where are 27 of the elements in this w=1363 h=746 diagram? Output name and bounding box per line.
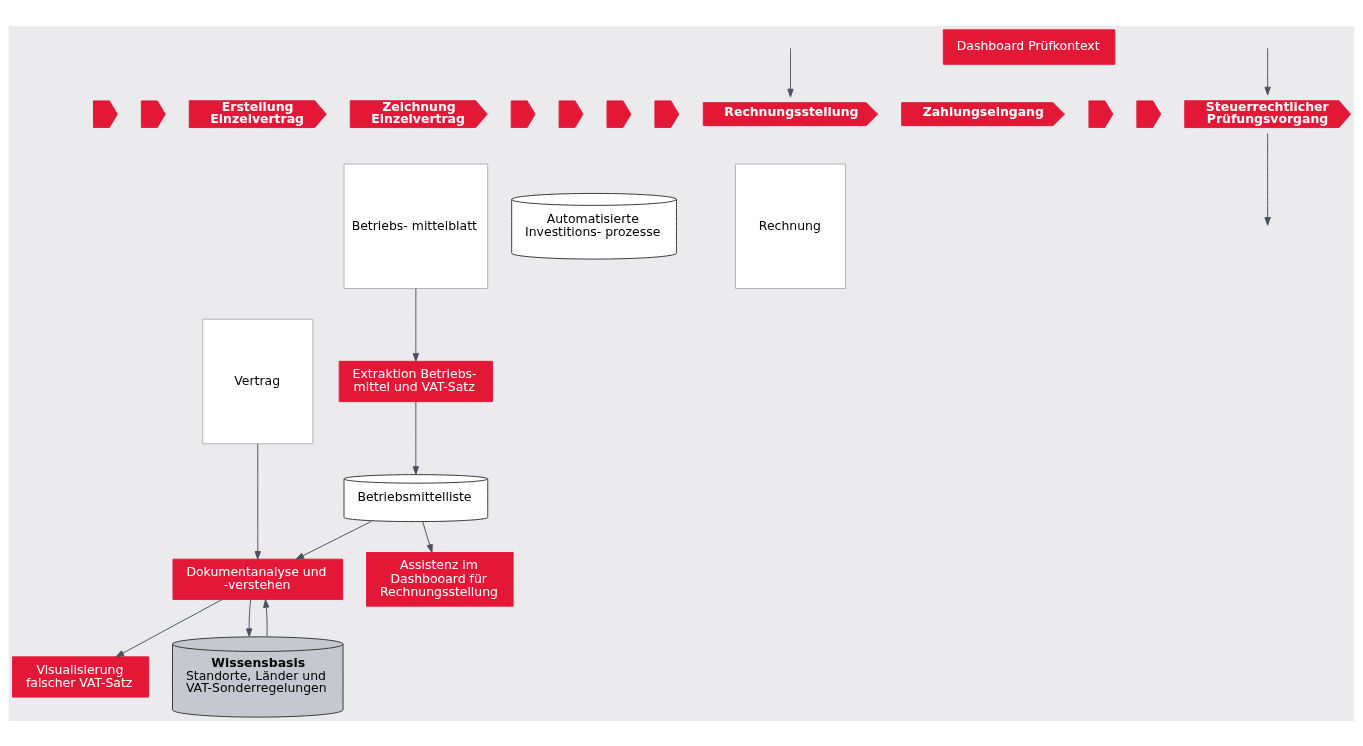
node-chevron [1136,99,1162,128]
arrow [295,520,372,560]
node-box: Dashboard Prüfkontext [942,28,1116,65]
arrow [246,598,253,637]
node-box: Vertrag [202,318,314,444]
node-box: Betriebs- mittelblatt [343,163,489,289]
node-chevron [1088,99,1114,128]
node-box: Assistenz im Dashbooard für Rechnungsstellung [366,551,514,607]
arrow [1264,47,1271,95]
node-chevron [606,99,632,128]
arrow [412,400,420,475]
arrow [263,598,270,637]
arrow [412,287,420,362]
arrow [422,521,433,553]
node-box: Visualisierung falscher VAT-Satz [12,655,150,698]
arrow [254,442,261,560]
arrow [1264,132,1271,226]
node-box: Extraktion Betriebs- mittel und VAT-Satz [338,360,493,402]
node-chevron [558,99,584,128]
arrow [115,598,223,657]
arrow [787,47,794,97]
node-chevron [140,99,166,128]
node-chevron [654,99,680,128]
node-chevron [510,99,536,128]
node-box: Dokumentanalyse und -verstehen [172,558,344,600]
node-box: Rechnung [734,163,847,289]
node-chevron [92,99,118,128]
